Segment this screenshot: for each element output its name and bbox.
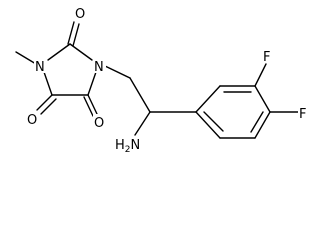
- fluorine-top-label: F: [263, 50, 270, 65]
- bond-c2-n1: [47, 43, 71, 61]
- amino-group-label: H2N: [115, 138, 140, 155]
- oxygen-left-label: O: [27, 113, 37, 128]
- bond-c2-n3: [69, 43, 93, 61]
- bond-n3-c4: [87, 71, 97, 96]
- bond-c3-f: [254, 63, 267, 87]
- bond-ch-nh2: [134, 111, 151, 136]
- bond-n1-methyl: [15, 51, 37, 65]
- benzene-ring: [195, 85, 271, 139]
- chemical-structure-diagram: O N N O O H2N F F: [15, 5, 309, 155]
- carbonyl-right: [83, 94, 98, 117]
- bond-ch2-ch: [129, 77, 151, 113]
- nitrogen-methyl-label: N: [35, 60, 45, 75]
- atom-labels: O N N O O H2N F F: [26, 5, 309, 155]
- nitrogen-chain-label: N: [94, 60, 104, 75]
- carbonyl-top: [67, 21, 80, 47]
- bond-n1-c5: [43, 71, 53, 96]
- bond-n3-ch2: [104, 65, 131, 79]
- fluorine-right-label: F: [299, 107, 306, 122]
- oxygen-right-label: O: [94, 116, 104, 131]
- oxygen-top-label: O: [75, 7, 85, 22]
- carbonyl-left: [36, 94, 57, 115]
- ring-bonds: [43, 43, 97, 96]
